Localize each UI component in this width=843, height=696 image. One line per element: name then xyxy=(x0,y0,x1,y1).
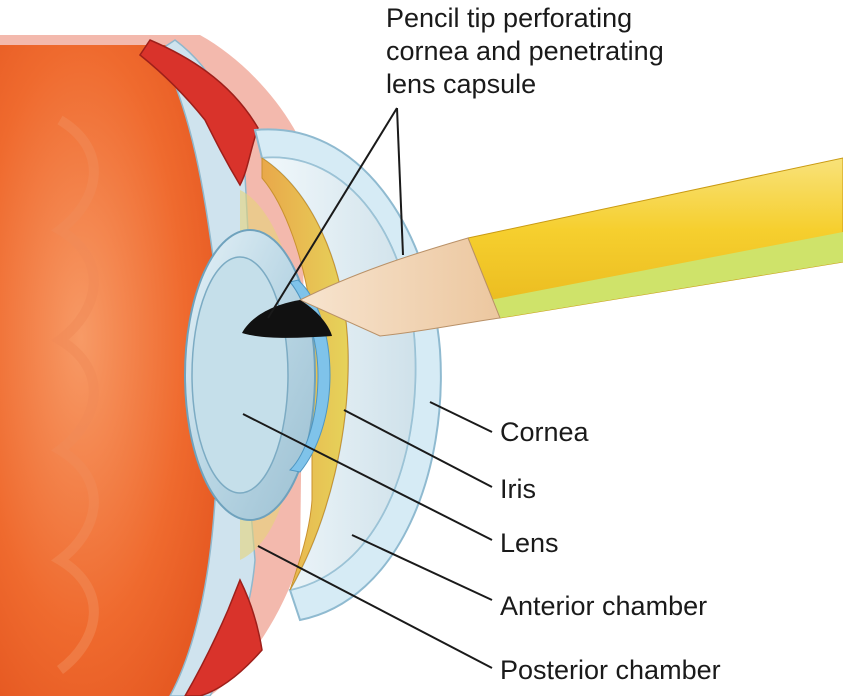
pencil xyxy=(242,157,843,338)
label-iris: Iris xyxy=(500,474,536,504)
leader-iris xyxy=(343,409,493,488)
upper-muscle xyxy=(138,39,259,187)
leader-lines xyxy=(242,107,493,669)
lens-inner xyxy=(191,256,289,494)
leader-title-b xyxy=(396,107,404,256)
callout-title-line-1: Pencil tip perforating xyxy=(386,3,633,33)
label-posterior-chamber: Posterior chamber xyxy=(500,655,721,685)
leader-title-a xyxy=(267,107,398,319)
label-anterior-chamber: Anterior chamber xyxy=(500,591,708,621)
label-cornea: Cornea xyxy=(500,417,589,447)
leader-cornea xyxy=(429,401,493,433)
lower-muscle xyxy=(184,578,263,696)
leader-anterior xyxy=(351,534,493,601)
pencil-stripe xyxy=(490,232,843,318)
callout-title-line-2: cornea and penetrating xyxy=(386,36,664,66)
callout-title-line-3: lens capsule xyxy=(386,69,537,99)
label-lens: Lens xyxy=(500,528,559,558)
pencil-lead xyxy=(242,300,332,338)
callout-title: Pencil tip perforating cornea and penetr… xyxy=(386,2,756,101)
eyeball xyxy=(0,45,232,696)
retina-texture xyxy=(51,115,99,674)
leader-lens xyxy=(242,413,493,541)
leader-posterior xyxy=(257,545,493,669)
